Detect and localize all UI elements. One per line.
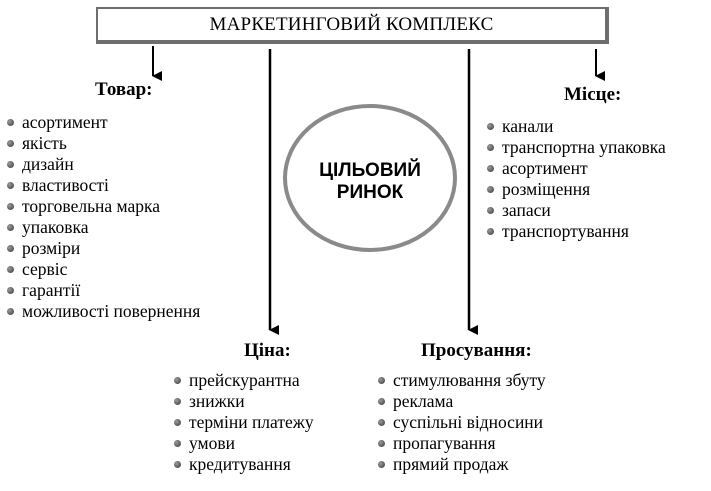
list-item: якість [7, 133, 200, 154]
promotion-heading: Просування: [421, 340, 532, 361]
list-item: асортимент [7, 112, 200, 133]
place-list: канали транспортна упаковка асортимент р… [487, 116, 666, 242]
list-item: транспортна упаковка [487, 137, 666, 158]
list-item: дизайн [7, 154, 200, 175]
marketing-mix-title: МАРКЕТИНГОВИЙ КОМПЛЕКС [209, 13, 494, 35]
list-item: розміри [7, 238, 200, 259]
list-item: терміни платежу [174, 412, 314, 433]
list-item: прейскурантна [174, 370, 314, 391]
price-list: прейскурантна знижки терміни платежу умо… [174, 370, 314, 475]
list-item: канали [487, 116, 666, 137]
target-market-circle [283, 104, 457, 252]
list-item: розміщення [487, 179, 666, 200]
list-item: умови [174, 433, 314, 454]
target-market-label: ЦІЛЬОВИЙ РИНОК [290, 160, 450, 204]
list-item: гарантії [7, 280, 200, 301]
marketing-mix-title-box: МАРКЕТИНГОВИЙ КОМПЛЕКС [96, 7, 609, 44]
place-heading: Місце: [564, 84, 622, 105]
list-item: властивості [7, 175, 200, 196]
list-item: суспільні відносини [378, 412, 546, 433]
product-list: асортимент якість дизайн властивості тор… [7, 112, 200, 322]
list-item: прямий продаж [378, 454, 546, 475]
product-heading: Товар: [95, 79, 153, 100]
target-market-line-1: ЦІЛЬОВИЙ [319, 160, 421, 181]
list-item: упаковка [7, 217, 200, 238]
list-item: торговельна марка [7, 196, 200, 217]
list-item: стимулювання збуту [378, 370, 546, 391]
list-item: знижки [174, 391, 314, 412]
target-market-line-2: РИНОК [336, 182, 404, 203]
list-item: пропагування [378, 433, 546, 454]
list-item: запаси [487, 200, 666, 221]
list-item: можливості повернення [7, 301, 200, 322]
list-item: транспортування [487, 221, 666, 242]
list-item: кредитування [174, 454, 314, 475]
promotion-list: стимулювання збуту реклама суспільні від… [378, 370, 546, 475]
list-item: сервіс [7, 259, 200, 280]
price-heading: Ціна: [244, 340, 291, 361]
list-item: асортимент [487, 158, 666, 179]
list-item: реклама [378, 391, 546, 412]
